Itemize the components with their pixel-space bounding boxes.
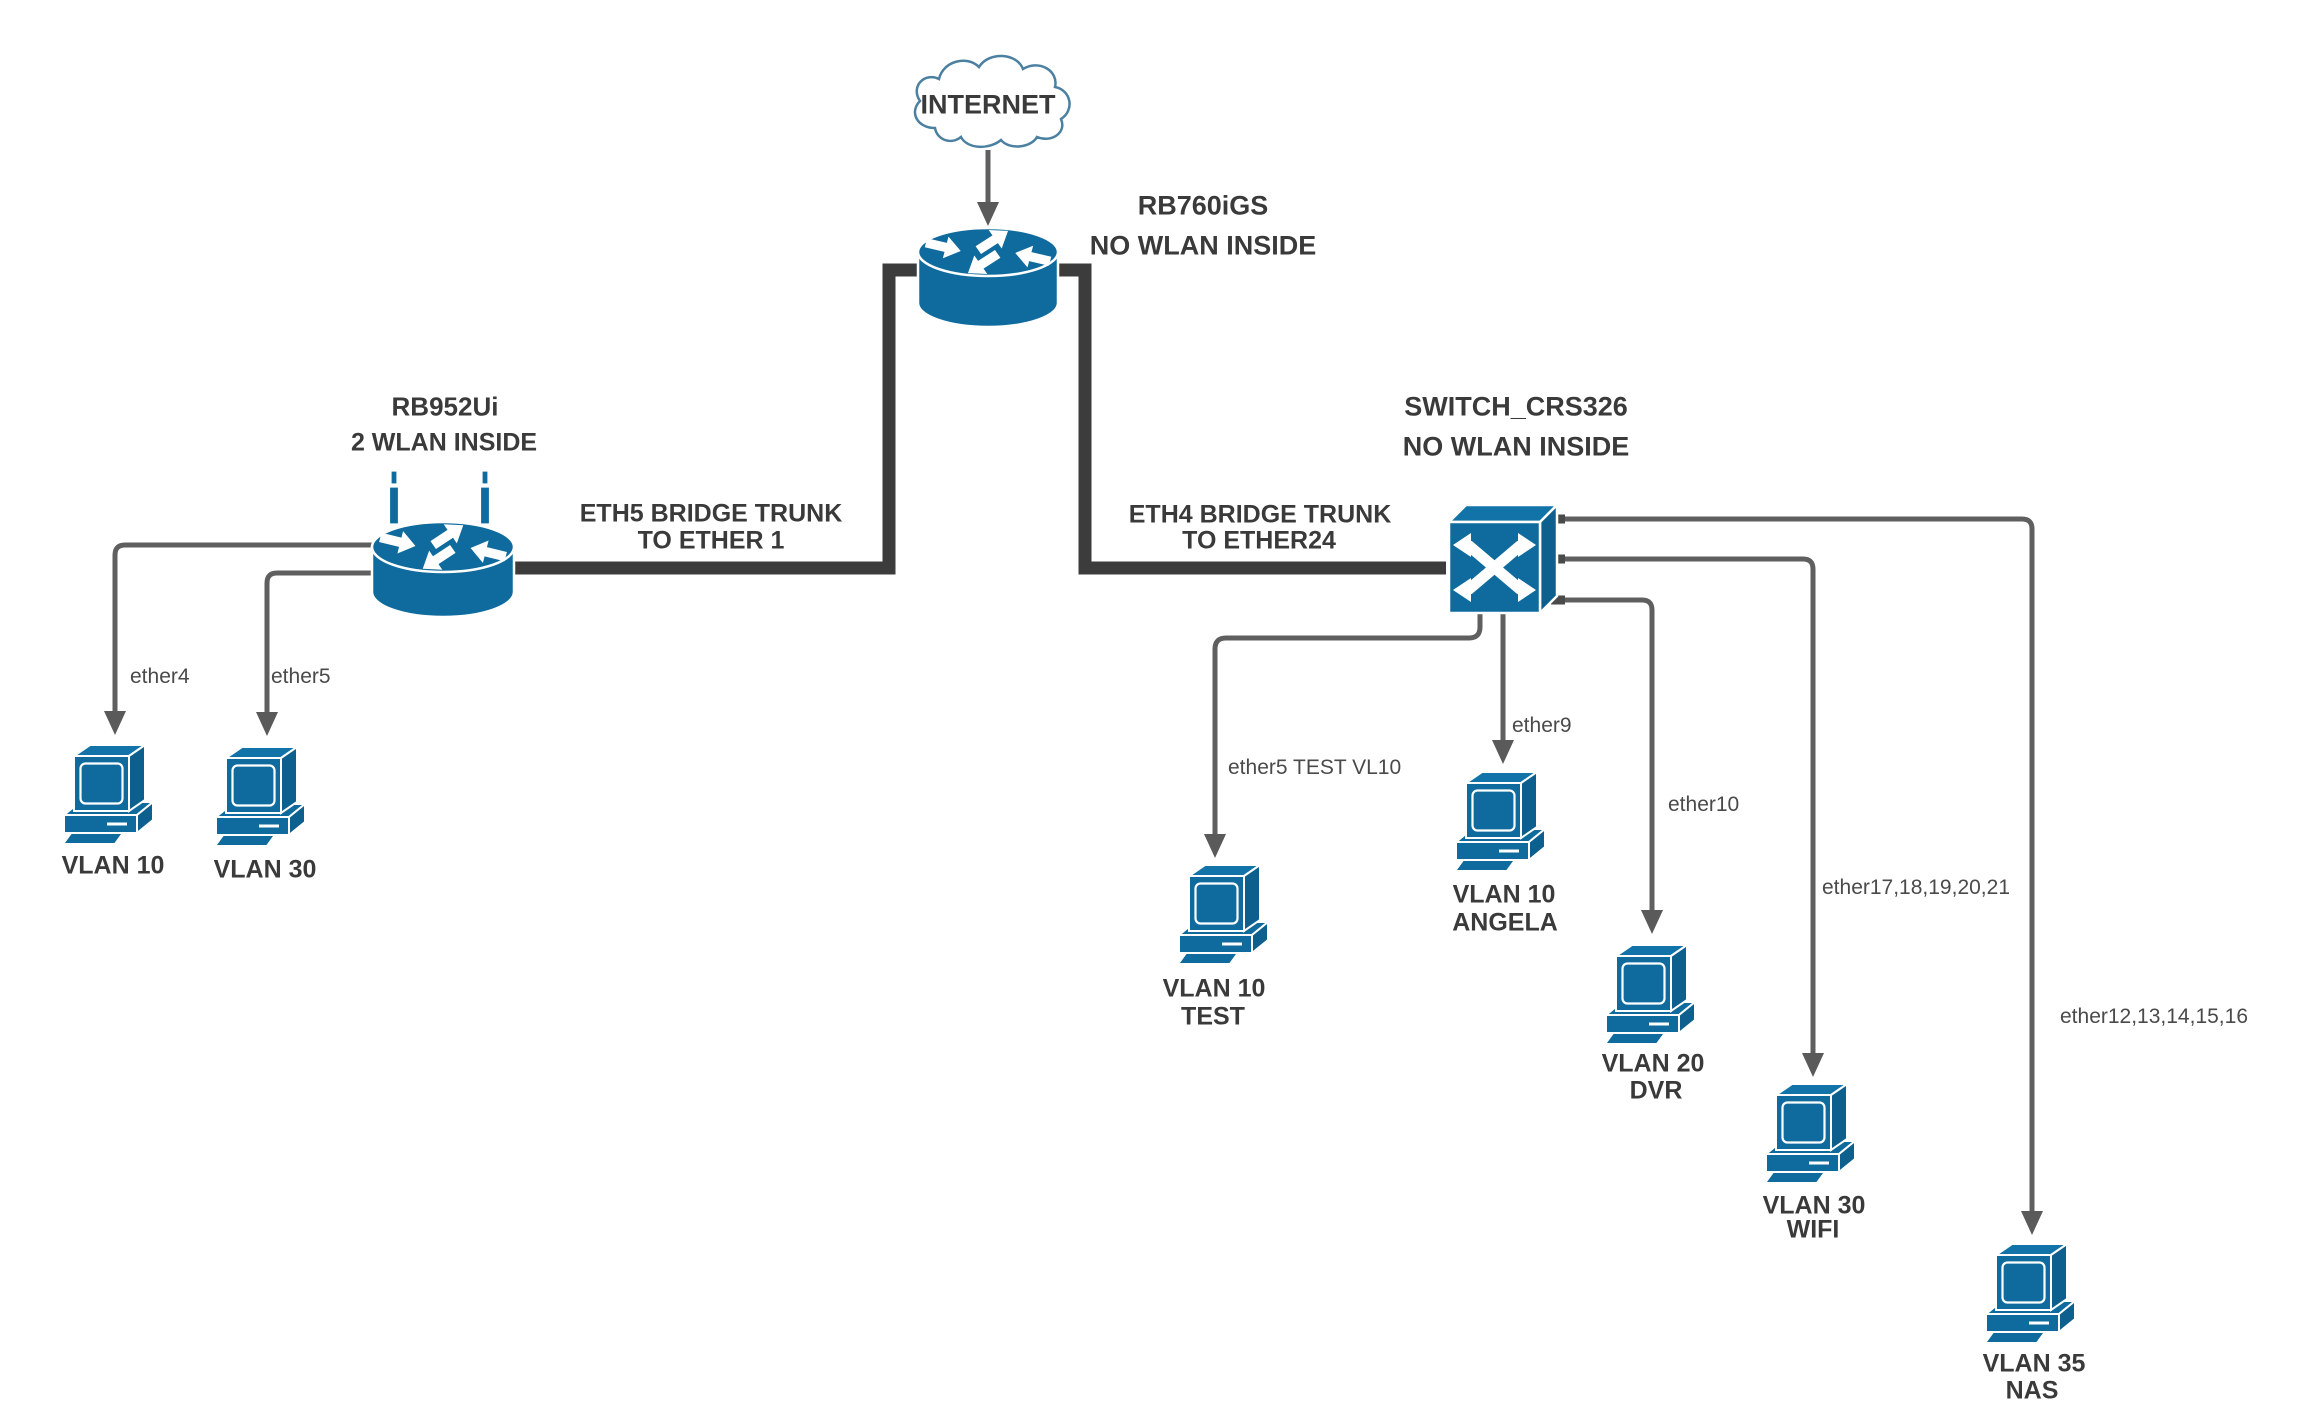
router-rb952ui-icon — [370, 470, 516, 619]
cloud-icon — [913, 54, 1071, 148]
computer-icon — [1176, 863, 1270, 965]
vlan-label: VLAN 10 — [1452, 880, 1556, 909]
switch-note: NO WLAN INSIDE — [1402, 431, 1630, 462]
host-label: DVR — [1629, 1076, 1683, 1105]
antenna-icon — [388, 470, 491, 525]
vlan-label: VLAN 30 — [1762, 1191, 1866, 1220]
switch-crs326-icon — [1445, 501, 1561, 617]
wire-test — [1212, 613, 1483, 835]
switch-name: SWITCH_CRS326 — [1404, 391, 1628, 422]
switch-x-arrows-icon — [1453, 533, 1536, 602]
port-label-ether4: ether4 — [130, 665, 190, 688]
core-router-note: NO WLAN INSIDE — [1089, 230, 1317, 261]
computer-icon — [1763, 1082, 1857, 1184]
computer-icon — [1453, 770, 1547, 872]
vlan-label: VLAN 35 — [1982, 1349, 2086, 1378]
wire-nas — [1556, 516, 2035, 1212]
wire-wifi — [1556, 556, 1816, 1054]
vlan-label: VLAN 10 — [61, 851, 165, 880]
host-label: ANGELA — [1452, 908, 1558, 937]
wlan-router-note: 2 WLAN INSIDE — [350, 428, 538, 457]
trunk2-label-line1: ETH4 BRIDGE TRUNK — [1128, 500, 1392, 529]
port-label-ether5: ether5 — [271, 665, 331, 688]
port-label-test: ether5 TEST VL10 — [1228, 756, 1402, 779]
wire-arrowheads — [104, 202, 2043, 1235]
trunk1-label-line1: ETH5 BRIDGE TRUNK — [579, 499, 843, 528]
router-rb760igs-icon — [916, 221, 1060, 329]
wire-dvr — [1556, 597, 1655, 911]
port-label-ether10: ether10 — [1668, 793, 1740, 816]
computer-icon — [213, 745, 307, 847]
trunk1-label-line2: TO ETHER 1 — [637, 526, 785, 555]
vlan-label: VLAN 20 — [1601, 1049, 1705, 1078]
host-label: NAS — [2005, 1376, 2059, 1405]
computer-icon — [1983, 1242, 2077, 1344]
port-label-wifi: ether17,18,19,20,21 — [1822, 876, 2010, 899]
vlan-label: VLAN 30 — [213, 855, 317, 884]
port-label-ether9: ether9 — [1512, 714, 1572, 737]
trunk2-label-line2: TO ETHER24 — [1182, 526, 1336, 555]
core-router-name: RB760iGS — [1137, 190, 1269, 221]
wlan-router-name: RB952Ui — [391, 391, 499, 422]
host-label: WIFI — [1786, 1215, 1840, 1244]
internet-label: INTERNET — [920, 89, 1056, 120]
access-wires — [112, 150, 2035, 1212]
vlan-label: VLAN 10 — [1162, 974, 1266, 1003]
host-label: TEST — [1181, 1002, 1245, 1031]
computer-icon — [1603, 943, 1697, 1045]
computer-icon — [61, 743, 155, 845]
port-label-nas: ether12,13,14,15,16 — [2060, 1005, 2248, 1028]
computers — [61, 743, 2077, 1344]
wire-ether4 — [112, 542, 378, 712]
wire-ether5 — [264, 570, 378, 713]
